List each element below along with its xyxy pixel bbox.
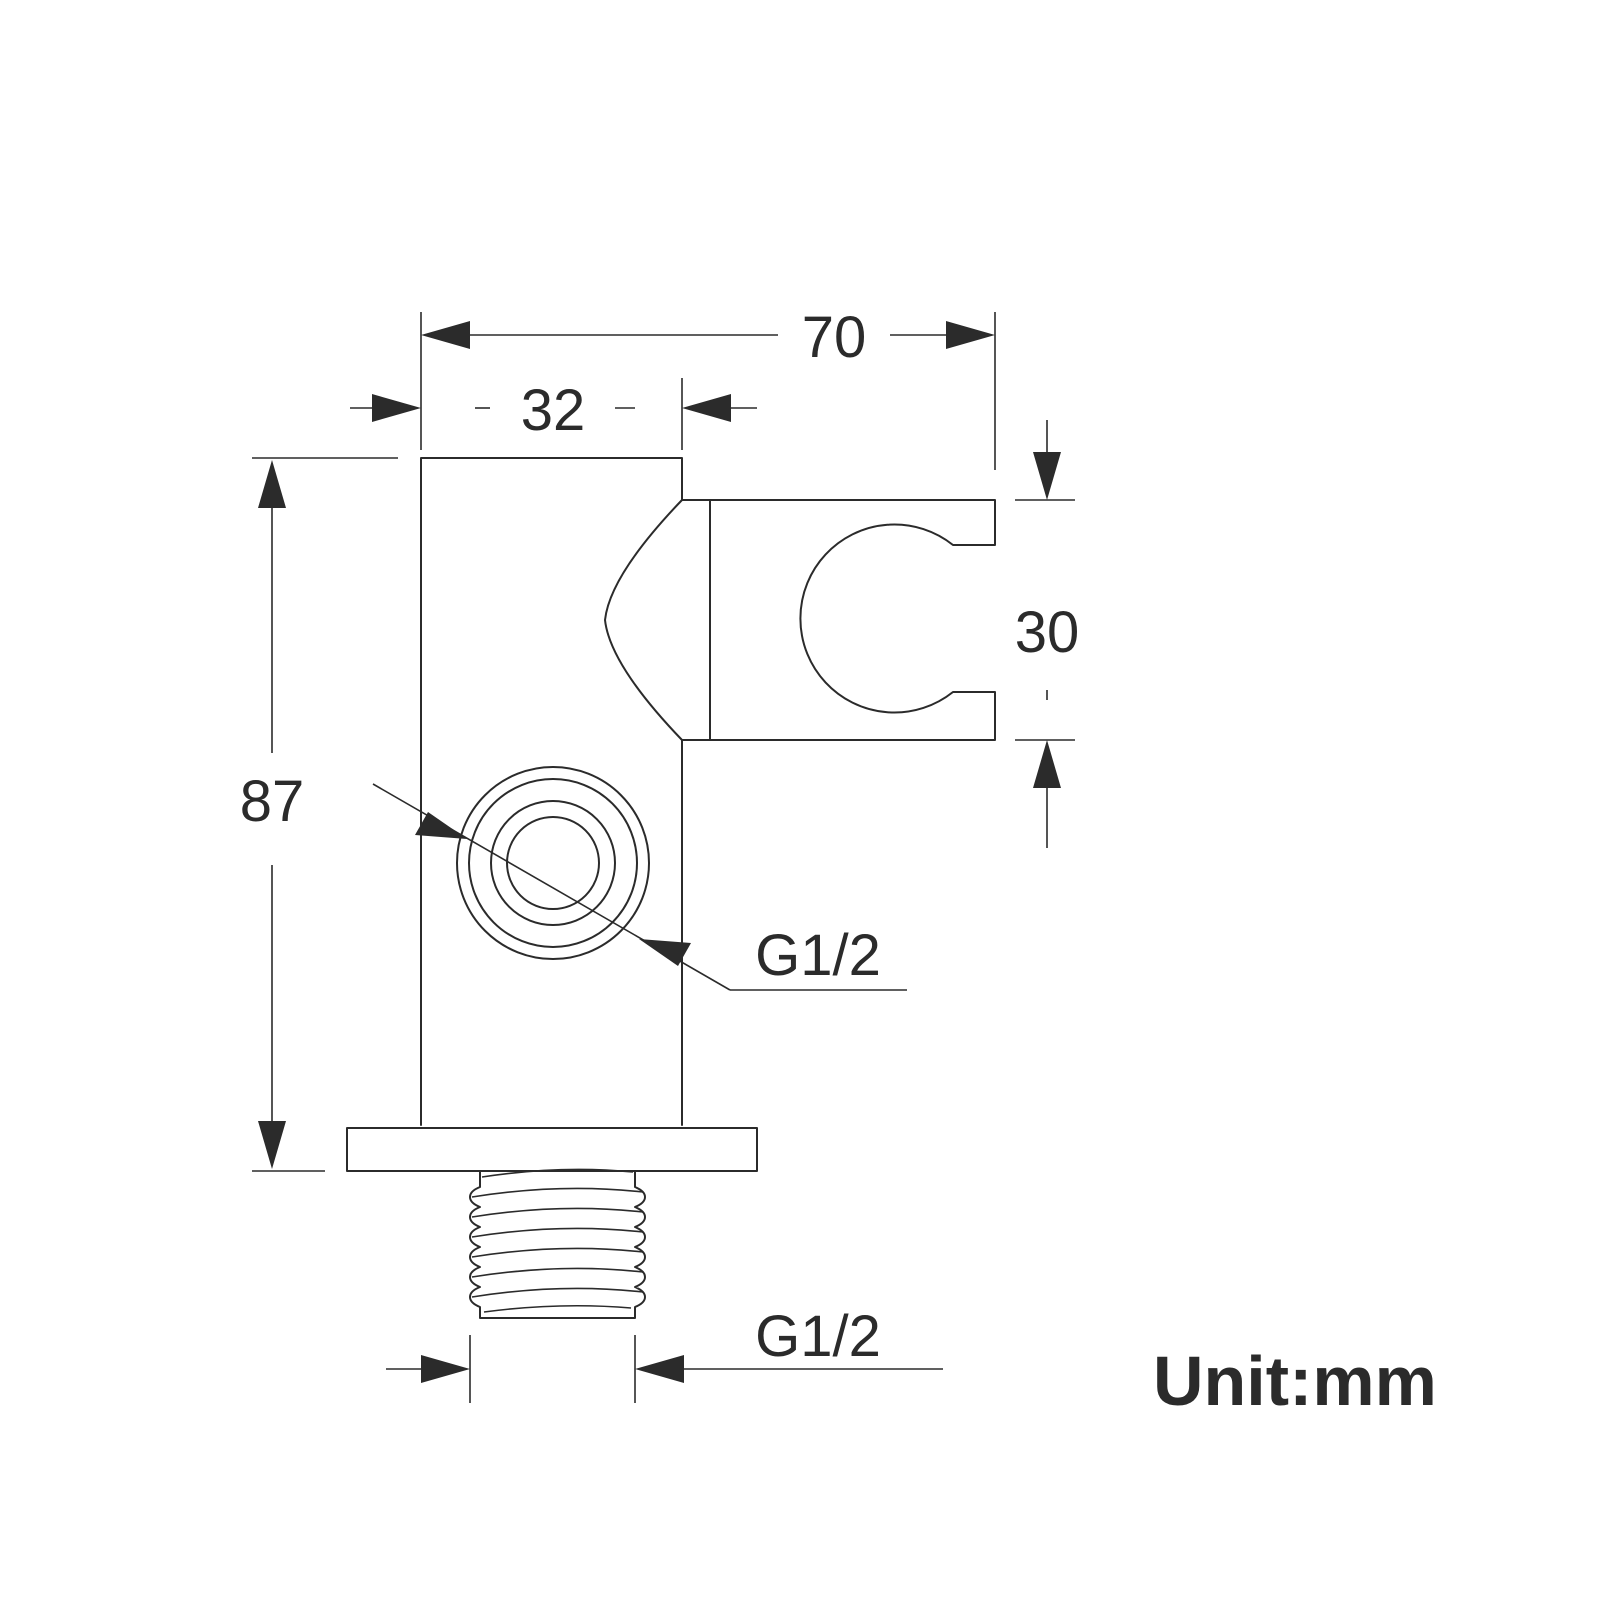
- dimension-bottom-thread: G1/2: [386, 1304, 943, 1403]
- dimension-height: 87: [240, 457, 398, 1172]
- dimension-label-holder-height: 30: [1015, 600, 1080, 665]
- label-side-port-thread: G1/2: [755, 923, 881, 988]
- label-bottom-thread: G1/2: [755, 1304, 881, 1369]
- side-outlet-port: [456, 766, 650, 960]
- dimension-label-total-length: 70: [802, 305, 867, 370]
- threaded-connector: [469, 1168, 646, 1319]
- base-flange: [346, 1127, 758, 1172]
- dimension-holder-height: 30: [1015, 420, 1080, 848]
- dimension-label-body-width: 32: [521, 378, 586, 443]
- dimension-label-height: 87: [240, 769, 305, 834]
- dimension-body-width: 32: [350, 378, 757, 450]
- leader-side-port: G1/2: [372, 783, 907, 991]
- unit-label: Unit:mm: [1153, 1342, 1437, 1420]
- dimension-total-length: 70: [420, 305, 996, 470]
- valve-body: [420, 457, 683, 1126]
- shower-holder: [604, 499, 996, 741]
